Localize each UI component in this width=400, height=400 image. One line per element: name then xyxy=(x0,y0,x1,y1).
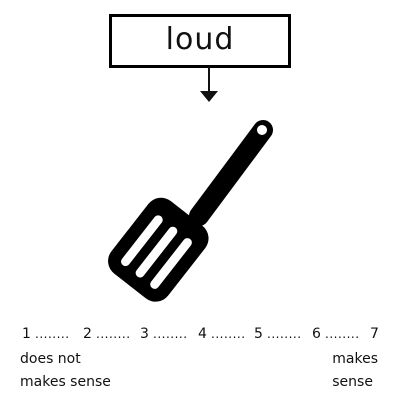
scale-point-4[interactable]: 4 xyxy=(198,326,207,342)
scale-separator: ........ xyxy=(96,327,131,341)
scale-separator: ........ xyxy=(325,327,360,341)
scale-separator: ........ xyxy=(35,327,70,341)
scale-point-5[interactable]: 5 xyxy=(254,326,263,342)
right-anchor-line-1: makes xyxy=(332,351,378,367)
stimulus-word: loud xyxy=(165,22,235,57)
scale-separator: ........ xyxy=(211,327,246,341)
left-anchor-line-1: does not xyxy=(20,351,81,367)
rating-scale: 1 ........ 2 ........ 3 ........ 4 .....… xyxy=(22,324,382,344)
spatula-icon xyxy=(108,120,273,302)
scale-point-7[interactable]: 7 xyxy=(370,326,379,342)
left-anchor-line-2: makes sense xyxy=(20,374,111,390)
scale-point-2[interactable]: 2 xyxy=(83,326,92,342)
scale-point-3[interactable]: 3 xyxy=(140,326,149,342)
scale-separator: ........ xyxy=(153,327,188,341)
right-anchor-line-2: sense xyxy=(332,374,373,390)
left-anchor-label: does not makes sense xyxy=(20,348,111,394)
word-label-box: loud xyxy=(109,14,291,68)
scale-point-1[interactable]: 1 xyxy=(22,326,31,342)
scale-separator: ........ xyxy=(267,327,302,341)
right-anchor-label: makes sense xyxy=(332,348,378,394)
down-arrow-icon xyxy=(200,67,218,102)
scale-point-6[interactable]: 6 xyxy=(312,326,321,342)
